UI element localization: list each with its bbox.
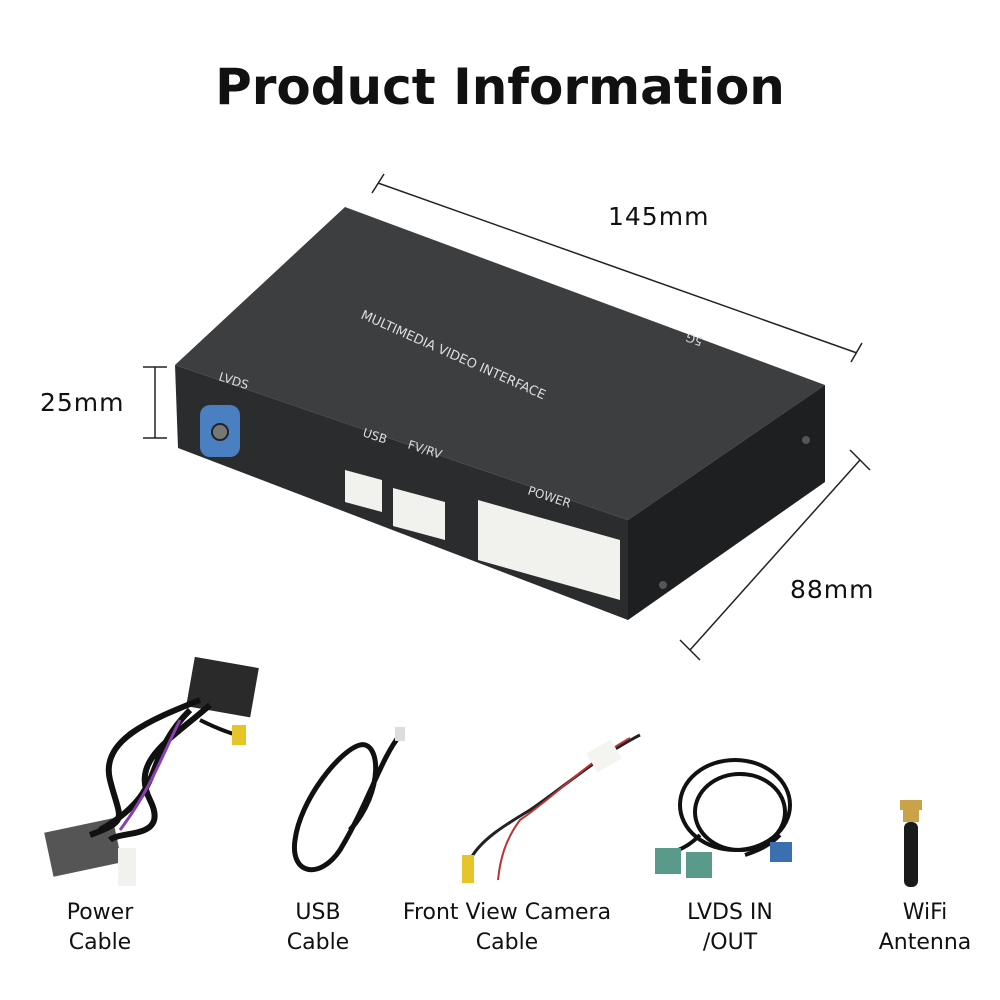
page-title: Product Information: [215, 58, 785, 116]
length-dimension: 145mm: [608, 202, 710, 231]
dimension-lines: [143, 173, 871, 661]
accessory-lvds-cable-label: LVDS IN/OUT: [687, 900, 773, 955]
power-port: [478, 500, 620, 600]
power-harness-icon: [44, 656, 259, 886]
usb-cable-icon: [291, 727, 405, 873]
usb-port: [345, 470, 382, 512]
interface-box: MULTIMEDIA VIDEO INTERFACE 5G LVDS USB F…: [175, 207, 825, 620]
fvrv-port: [393, 488, 445, 540]
wifi-antenna-icon: [900, 800, 922, 887]
camera-cable-icon: [462, 733, 641, 883]
width-dimension: 88mm: [790, 575, 875, 604]
lvds-cable-icon: [655, 758, 792, 878]
device-badge: 5G: [684, 330, 705, 349]
height-dimension: 25mm: [40, 388, 125, 417]
